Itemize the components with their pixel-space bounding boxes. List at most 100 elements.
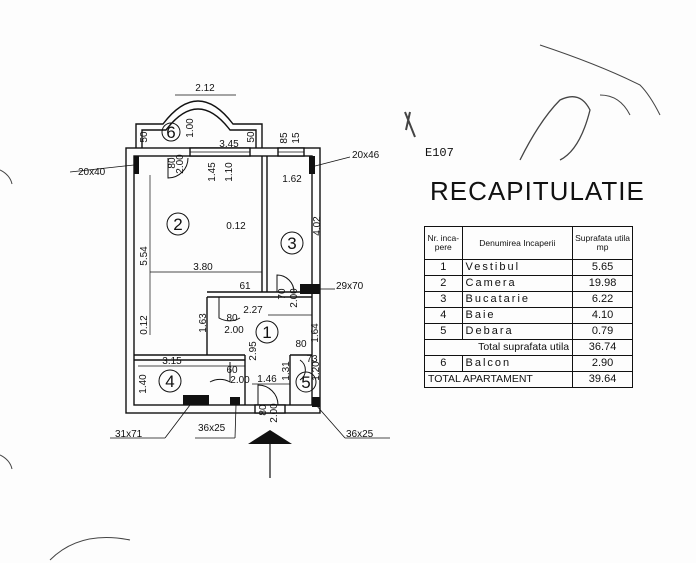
row-nr: 5 [424,323,463,340]
room-1-number: 1 [262,323,271,342]
row-name: Baie [461,307,574,324]
vent-left-top-mark [134,156,139,174]
room-3-marker [280,231,304,255]
callout-vent-bath: 31x71 [115,429,143,440]
room-4-marker [158,369,182,393]
row-nr: 3 [424,291,463,308]
callout-vent-left-top: 20x40 [78,167,106,178]
dim-window-85: 85 [279,132,290,144]
vent-closet-mark [312,397,320,407]
dim-door-80c: 80 [295,339,307,350]
dim-door-200d: 2.00 [230,375,250,386]
dim-entry-80: 80 [258,404,269,416]
row-area: 19.98 [572,275,633,292]
callout-vent-bath-small: 36x25 [198,423,226,434]
row-area: 5.65 [572,259,633,276]
table-row: 6 Balcon 2.90 [424,355,633,372]
room-markers [158,122,317,393]
dim-closet-73: 73 [306,354,318,365]
callout-vent-right-top: 20x46 [352,150,380,161]
total-useful-label: Total suprafata utila [423,339,574,356]
dim-wall-50-right: 50 [246,131,257,143]
dim-hall-width: 2.27 [243,305,263,316]
callout-vent-closet: 36x25 [346,429,374,440]
vent-kitchen-mark [300,284,320,294]
dim-balcony-width: 2.12 [195,83,215,94]
total-useful-row: Total suprafata utila 36.74 [423,339,633,356]
dim-window-15: 15 [291,132,302,144]
total-useful-area: 36.74 [572,339,633,356]
room-5-marker [295,371,317,393]
table-header-row: Nr. inca- pere Denumirea Incaperii Supra… [424,226,633,260]
summary-title: RECAPITULATIE [430,176,645,206]
row-area: 6.22 [572,291,633,308]
dim-door-200b: 2.00 [289,288,300,308]
total-apartment-row: TOTAL APARTAMENT 39.64 [423,371,633,388]
row-nr: 1 [424,259,463,276]
dim-hall-146: 1.46 [257,374,277,385]
dim-door-200c: 2.00 [224,325,244,336]
vent-right-top-mark [309,156,315,174]
vent-bath-small-mark [230,397,240,405]
dim-hall-164: 1.64 [310,323,321,343]
room-2-number: 2 [173,215,182,234]
row-area: 4.10 [572,307,633,324]
scan-artifacts [0,44,661,561]
row-nr: 2 [424,275,463,292]
dim-door-70: 70 [277,288,288,300]
room-4-number: 4 [165,372,174,391]
dim-kitchen-width: 1.62 [282,174,302,185]
total-apartment-label: TOTAL APARTAMENT [423,371,574,388]
dim-door-80: 80 [167,157,178,169]
header-area: Suprafata utila mp [572,226,633,260]
table-row: 4 Baie 4.10 [424,307,633,324]
entrance-arrow [248,430,292,478]
room-3-number: 3 [287,234,296,253]
leader-lines [69,156,390,439]
dim-bath-height: 1.40 [138,374,149,394]
balcony-nr: 6 [424,355,463,372]
table-row: 1 Vestibul 5.65 [424,259,633,276]
dim-door-60: 60 [226,365,238,376]
dim-hall-163: 1.63 [198,313,209,333]
balcony-area: 2.90 [572,355,633,372]
dim-room-height: 5.54 [139,246,150,266]
table-row: 2 Camera 19.98 [424,275,633,292]
row-name: Camera [461,275,574,292]
dim-window-145: 1.45 [207,162,218,182]
total-apartment-area: 39.64 [572,371,633,388]
balcony-name: Balcon [461,355,574,372]
dim-wall-012: 0.12 [226,221,246,232]
dim-closet-131: 1.31 [281,361,292,381]
summary-table: Nr. inca- pere Denumirea Incaperii Supra… [423,226,633,388]
dim-window-110: 1.10 [224,162,235,182]
row-name: Vestibul [461,259,574,276]
row-nr: 4 [424,307,463,324]
room-6-marker [161,122,181,142]
dim-door-80b: 80 [226,313,238,324]
walls [125,94,321,414]
table-row: 3 Bucatarie 6.22 [424,291,633,308]
dim-entry-200: 2.00 [269,403,280,423]
vent-bath-mark [183,395,209,405]
callout-vent-kitchen: 29x70 [336,281,364,292]
row-name: Debara [461,323,574,340]
room-6-number: 6 [166,123,175,142]
dim-kitchen-depth: 4.02 [312,216,323,236]
row-area: 0.79 [572,323,633,340]
dim-wall-50-left: 50 [139,131,150,143]
dim-wall-012b: 0.12 [139,315,150,335]
vent-marks [134,156,320,407]
dim-hall-295: 2.95 [248,341,259,361]
dim-room-width: 3.80 [193,262,213,273]
table-row: 5 Debara 0.79 [424,323,633,340]
dim-closet-120: 1.20 [311,361,322,381]
dim-balcony-depth: 1.00 [185,118,196,138]
dim-door-61: 61 [239,281,251,292]
row-name: Bucatarie [461,291,574,308]
dim-door-200: 2.00 [175,154,186,174]
header-name: Denumirea Incaperii [461,226,574,260]
dim-top-span: 3.45 [219,139,239,150]
room-2-marker [166,212,190,236]
